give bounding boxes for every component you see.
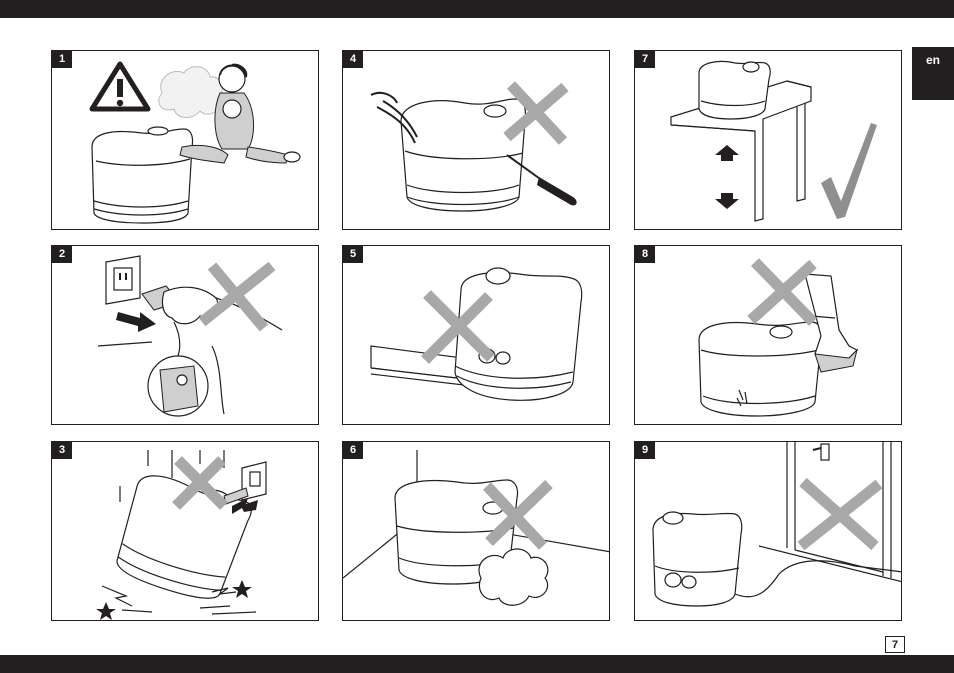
panel-5-edge: 5 bbox=[342, 245, 610, 425]
illustration-corner bbox=[343, 442, 610, 621]
humidifier bbox=[653, 513, 742, 606]
illustration-uneven-surface bbox=[343, 246, 610, 425]
teddy-bear bbox=[223, 100, 241, 118]
panel-number: 9 bbox=[635, 442, 655, 459]
humidifier bbox=[92, 129, 193, 223]
bottom-bar bbox=[0, 655, 954, 673]
panel-number: 2 bbox=[52, 246, 72, 263]
humidifier bbox=[109, 468, 253, 607]
steam-cloud bbox=[159, 67, 222, 118]
panel-1-warning-child: 1 bbox=[51, 50, 319, 230]
illustration-door bbox=[635, 442, 902, 621]
panel-number: 4 bbox=[343, 51, 363, 68]
panel-4-tools: 4 bbox=[342, 50, 610, 230]
direction-arrow bbox=[116, 312, 156, 332]
humidifier bbox=[699, 61, 770, 119]
language-tab: en bbox=[912, 47, 954, 100]
panel-2-plug: 2 bbox=[51, 245, 319, 425]
power-cord bbox=[735, 561, 902, 597]
illustration-plug bbox=[52, 246, 319, 425]
illustration-table bbox=[635, 51, 902, 230]
panel-6-corner: 6 bbox=[342, 441, 610, 621]
panel-8-kick: 8 bbox=[634, 245, 902, 425]
page-number: 7 bbox=[885, 636, 905, 653]
impact-lines bbox=[102, 586, 132, 606]
panel-number: 6 bbox=[343, 442, 363, 459]
top-bar bbox=[0, 0, 954, 18]
star-icon bbox=[96, 602, 116, 620]
panel-number: 7 bbox=[635, 51, 655, 68]
arrow-down-icon bbox=[715, 193, 739, 209]
arrow-up-icon bbox=[715, 145, 739, 161]
illustration-stepping bbox=[635, 246, 902, 425]
panel-number: 3 bbox=[52, 442, 72, 459]
door-handle bbox=[821, 444, 829, 460]
checkmark-icon bbox=[821, 123, 877, 219]
illustration-tools bbox=[343, 51, 610, 230]
panel-3-drop: 3 bbox=[51, 441, 319, 621]
steam-cloud bbox=[479, 549, 548, 605]
panel-number: 5 bbox=[343, 246, 363, 263]
panel-number: 1 bbox=[52, 51, 72, 68]
panel-7-correct-placement: 7 bbox=[634, 50, 902, 230]
panel-9-door: 9 bbox=[634, 441, 902, 621]
illustration-child-warning bbox=[52, 51, 319, 230]
panel-number: 8 bbox=[635, 246, 655, 263]
star-icon bbox=[232, 580, 252, 598]
humidifier bbox=[699, 322, 822, 416]
illustration-dropping bbox=[52, 442, 319, 621]
